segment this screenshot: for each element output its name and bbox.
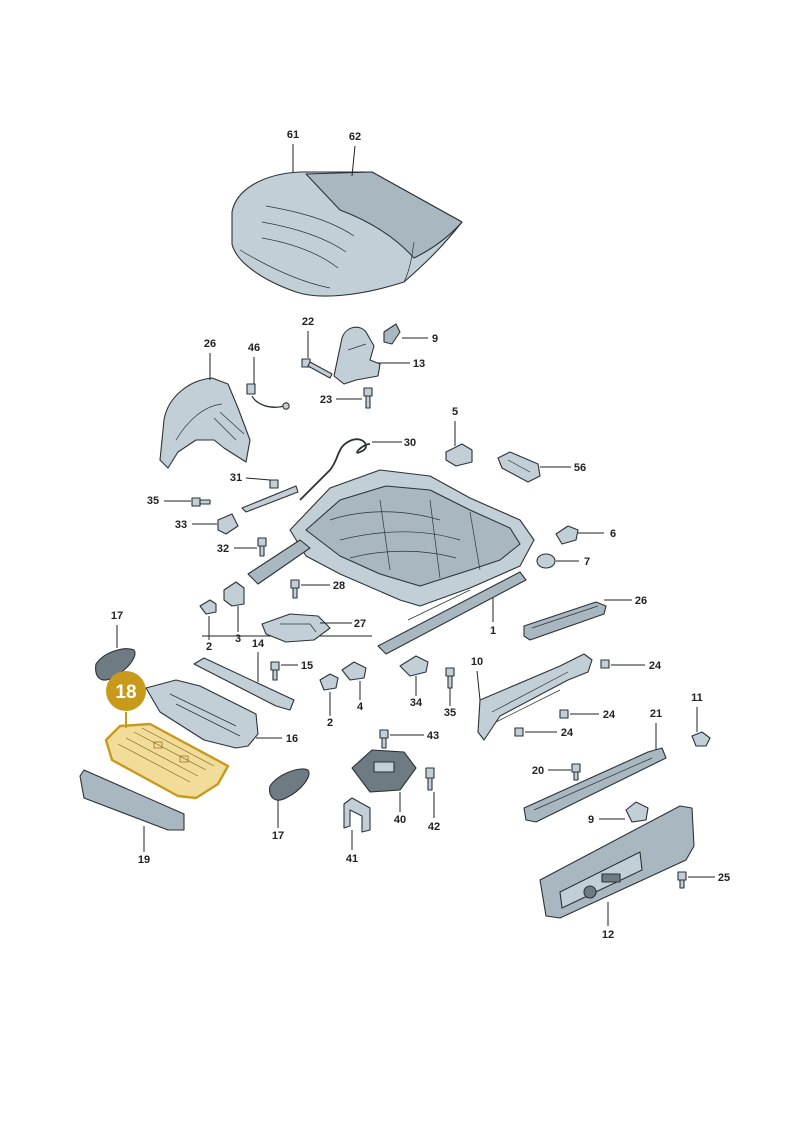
callout-label-56: 56 [574, 462, 586, 474]
callout-label-26b: 26 [635, 595, 647, 607]
callout-label-23: 23 [320, 394, 332, 406]
screw-22-part [301, 358, 333, 379]
callout-leader-10 [476, 670, 481, 701]
callout-label-41: 41 [346, 853, 358, 865]
cover-cap-17-part [95, 648, 136, 681]
callout-label-61: 61 [287, 129, 299, 141]
bolt-28-part [290, 579, 300, 599]
clip-3-part [223, 581, 245, 607]
callout-label-34: 34 [410, 697, 423, 709]
highlight-badge-18: 18 [106, 671, 146, 711]
callout-label-46: 46 [248, 342, 260, 354]
callout-label-19: 19 [138, 854, 150, 866]
callout-label-33: 33 [175, 519, 187, 531]
bolt-43-part [379, 729, 389, 749]
clip-6-part [555, 525, 579, 545]
callout-label-17b: 17 [272, 830, 284, 842]
rail-frame-10-part [477, 653, 593, 741]
bolt-23-part [363, 387, 373, 409]
bolt-32-part [257, 537, 267, 557]
callout-label-28: 28 [333, 580, 345, 592]
cap-7-part [536, 553, 556, 569]
callout-label-26: 26 [204, 338, 216, 350]
callout-label-24b: 24 [603, 709, 616, 721]
side-trim-bracket-part [159, 377, 251, 469]
tray-27-part [261, 613, 331, 643]
side-panel-12-part [539, 805, 695, 919]
wire-30-part [299, 438, 371, 501]
clip-2b-part [319, 673, 339, 691]
callout-label-9: 9 [432, 333, 438, 345]
cushion-frame-16-part [145, 679, 259, 749]
callout-label-21: 21 [650, 708, 662, 720]
callout-label-25: 25 [718, 872, 730, 884]
clip-2-part [199, 599, 217, 615]
bracket-34-part [399, 655, 429, 677]
callout-label-31: 31 [230, 472, 242, 484]
callout-label-27: 27 [354, 618, 366, 630]
seat-cushion-part [231, 171, 463, 297]
callout-label-30: 30 [404, 437, 416, 449]
rod-31-part [241, 479, 299, 513]
callout-label-11: 11 [691, 692, 703, 704]
clip-5-part [445, 443, 473, 467]
callout-label-13: 13 [413, 358, 425, 370]
callout-label-10: 10 [471, 656, 483, 668]
callout-label-62: 62 [349, 131, 361, 143]
screw-35-part [191, 497, 211, 507]
seat-frame-part [247, 469, 535, 655]
callout-label-15: 15 [301, 660, 313, 672]
callout-label-2b: 2 [327, 717, 333, 729]
cover-cap-17b-part [269, 768, 310, 801]
callout-label-17: 17 [111, 610, 123, 622]
callout-leader-62 [351, 145, 356, 177]
bolt-20-part [571, 763, 581, 781]
callout-label-16: 16 [286, 733, 298, 745]
callout-label-1: 1 [490, 625, 496, 637]
callout-label-42: 42 [428, 821, 440, 833]
front-trim-19-part [79, 769, 185, 831]
callout-label-32: 32 [217, 543, 229, 555]
callout-label-43: 43 [427, 730, 439, 742]
callout-label-24: 24 [649, 660, 662, 672]
clamp-33-part [217, 513, 239, 535]
callout-label-2: 2 [206, 641, 212, 653]
callout-label-6: 6 [610, 528, 616, 540]
callout-label-22: 22 [302, 316, 314, 328]
callout-label-4: 4 [357, 701, 364, 713]
callout-leader-31 [245, 477, 271, 481]
callout-label-40: 40 [394, 814, 406, 826]
strip-14-part [193, 657, 295, 711]
callout-label-24c: 24 [561, 727, 574, 739]
callout-label-7: 7 [584, 556, 590, 568]
side-trim-26-part [523, 601, 607, 641]
callout-label-3: 3 [235, 633, 241, 645]
screw-35b-part [445, 667, 455, 689]
callout-label-35: 35 [147, 495, 159, 507]
cable-part [246, 383, 290, 410]
bracket-41-part [343, 797, 371, 833]
bolt-25-part [677, 871, 687, 889]
callout-label-9b: 9 [588, 814, 594, 826]
callout-label-12: 12 [602, 929, 614, 941]
callout-label-35b: 35 [444, 707, 456, 719]
clip-11-part [691, 731, 711, 747]
highlight-badge-label: 18 [115, 682, 136, 703]
connector-42-part [425, 767, 435, 791]
bracket-56-part [497, 451, 541, 483]
clip-9b-part [625, 801, 649, 823]
callout-label-20: 20 [532, 765, 544, 777]
callout-label-5: 5 [452, 406, 458, 418]
bolt-15-part [270, 661, 280, 681]
side-trim-21-part [523, 747, 667, 823]
bolt-24-part [514, 659, 610, 737]
switch-module-40-part [351, 749, 417, 793]
highlighted-part-18 [104, 722, 230, 800]
clip-4-part [341, 661, 367, 681]
callout-label-14: 14 [252, 638, 265, 650]
hinge-bracket-part [333, 323, 401, 385]
